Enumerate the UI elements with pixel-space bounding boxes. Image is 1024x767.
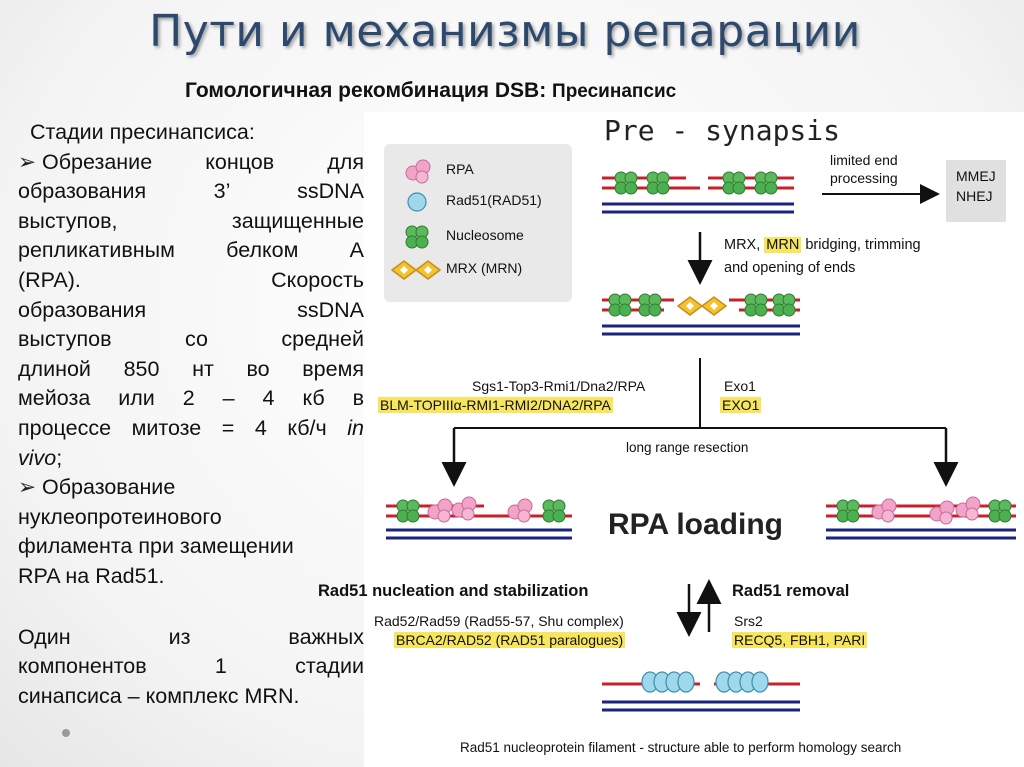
pre-synapsis-title: Pre - synapsis	[604, 114, 841, 147]
limited-end-label-2: processing	[830, 170, 898, 186]
bullet-arrow-icon: ➢	[18, 475, 37, 500]
rad52-yeast-label: Rad52/Rad59 (Rad55-57, Shu complex)	[374, 613, 624, 629]
bullet-arrow-icon: ➢	[18, 149, 37, 174]
subtitle-presynapsis: Пресинапсис	[552, 81, 677, 102]
bullet1-line-7: выступов со средней	[18, 327, 364, 352]
mrx-bridging-label: MRX, MRN bridging, trimming	[724, 237, 921, 253]
bullet2-line-1: ➢Образование	[18, 475, 176, 500]
closing-line-1: Один из важных	[18, 624, 364, 649]
dna-row3-left	[386, 496, 572, 540]
bullet1-line-4: репликативным белком А	[18, 238, 364, 263]
legend-rad51-label: Rad51(RAD51)	[446, 192, 542, 208]
bullet2-line-2: нуклеопротеинового	[18, 504, 222, 529]
legend-rpa-label: RPA	[446, 161, 474, 177]
legend-nucleosome-icon	[405, 225, 429, 249]
mmej-nhej-box	[946, 160, 1006, 222]
body-text: Стадии пресинапсиса: ➢Обрезание концов д…	[18, 118, 364, 711]
rpa-loading-label: RPA loading	[608, 508, 783, 541]
nhej-label: NHEJ	[956, 188, 993, 204]
bullet1-line-6: образования ssDNA	[18, 297, 364, 322]
branch-arrows	[441, 358, 959, 487]
bullet1-line-5: (RPA). Скорость	[18, 267, 364, 292]
bullet1-line-8: длиной 850 нт во время	[18, 356, 364, 381]
bullet2-line-3: филамента при замещении	[18, 534, 294, 559]
recq5-label: RECQ5, FBH1, PARI	[732, 632, 868, 648]
closing-line-2: компонентов 1 стадии	[18, 654, 364, 679]
intro-line: Стадии пресинапсиса:	[30, 120, 255, 144]
bullet1-line-11: vivo;	[18, 445, 63, 470]
bullet1-line-2: образования 3’ ssDNA	[18, 179, 364, 204]
legend-mrx-icon	[391, 260, 441, 280]
dna-row1	[602, 171, 794, 214]
slide-title: Пути и механизмы репарации	[149, 6, 861, 57]
brca2-label: BRCA2/RAD52 (RAD51 paralogues)	[394, 632, 626, 648]
bullet2-line-4: RPA на Rad51.	[18, 563, 165, 588]
nucleation-label: Rad51 nucleation and stabilization	[318, 582, 589, 600]
legend-nucleosome-label: Nucleosome	[446, 227, 524, 243]
limited-end-label-1: limited end	[830, 152, 898, 168]
diagram-graphics	[386, 159, 1016, 712]
exo1-human-label: EXO1	[720, 397, 762, 413]
dna-row4-filament	[602, 671, 800, 712]
legend-rad51-icon	[407, 192, 427, 212]
sgs1-label: Sgs1-Top3-Rmi1/Dna2/RPA	[472, 378, 646, 394]
long-range-resection-label: long range resection	[626, 440, 749, 455]
legend-mrx-label: MRX (MRN)	[446, 260, 523, 276]
bullet1-line-3: выступов, защищенные	[18, 208, 364, 233]
presynapsis-diagram: Pre - synapsis RPA Rad51(RAD51) Nucleoso…	[318, 112, 1024, 767]
removal-label: Rad51 removal	[732, 582, 850, 600]
dna-row3-right	[826, 496, 1016, 540]
slide-dot-decoration	[62, 729, 70, 737]
subtitle-main: Гомологичная рекомбинация DSB:	[185, 79, 553, 102]
bullet1-line-1: ➢Обрезание концов для	[18, 149, 364, 174]
filament-caption: Rad51 nucleoprotein filament - structure…	[460, 740, 902, 755]
mmej-label: MMEJ	[956, 168, 996, 184]
opening-ends-label: and opening of ends	[724, 260, 856, 276]
legend-rpa-icon	[405, 159, 431, 184]
bullet1-line-9: мейоза или 2 – 4 кб в	[18, 386, 364, 411]
dna-row2	[602, 293, 800, 336]
blm-label: BLM-TOPIIIα-RMI1-RMI2/DNA2/RPA	[378, 397, 613, 413]
bullet1-line-10: процессе митозе = 4 кб/ч in	[18, 415, 364, 440]
closing-line-3: синапсиса – комплекс MRN.	[18, 683, 300, 708]
exo1-yeast-label: Exo1	[724, 378, 756, 394]
srs2-label: Srs2	[734, 613, 763, 629]
slide-subtitle: Гомологичная рекомбинация DSB: Пресинапс…	[185, 79, 676, 103]
